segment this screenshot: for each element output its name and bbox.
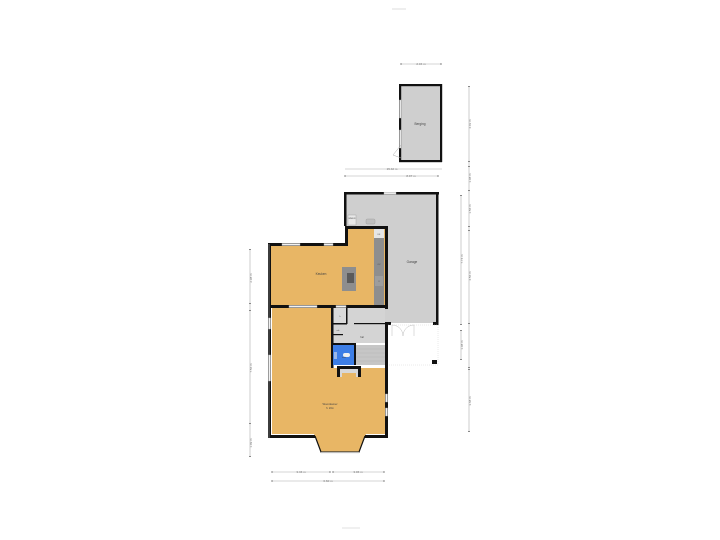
- room-label-kast: k: [339, 316, 341, 318]
- dim-garage-inner: 8.97 m: [406, 174, 416, 178]
- dim-right-gap: 1.08 m: [468, 173, 472, 183]
- room-label-garage: Garage: [407, 260, 418, 264]
- room-label-woonkamer: Woonkamer: [322, 402, 337, 406]
- appliance-oven: OV: [378, 264, 382, 266]
- appliance-fridge: KK: [378, 234, 381, 236]
- dim-bottom-total: 6.60 m: [323, 479, 333, 483]
- dim-garage-total: 7.74 m: [460, 254, 464, 264]
- room-sublabel-woonkamer: h: 20m: [326, 406, 334, 410]
- dim-right-lower-a: 1.08 m: [460, 340, 464, 350]
- appliance-dishwasher: V: [378, 281, 380, 283]
- room-label-meterkast: mk: [337, 330, 340, 332]
- appliance-washer-dryer: WM/DR: [349, 218, 357, 220]
- dim-garage-upper: 1.56 m: [468, 204, 472, 214]
- dim-bottom-right: 3.06 m: [353, 470, 363, 474]
- room-label-keuken: Keuken: [316, 272, 327, 276]
- bottom-marker: [342, 527, 360, 529]
- room-hal: k mk hal: [331, 308, 388, 368]
- room-label-berging: Berging: [415, 122, 426, 126]
- dim-left-living: 7.56 m: [249, 363, 253, 373]
- dim-garage-outer: 15.42 m: [387, 167, 398, 171]
- dim-right-lower-b: 3.68 m: [468, 396, 472, 406]
- dimensions: 2.34 m 15.42 m 8.97 m 4.03 m 1.08 m 1.56…: [249, 62, 472, 483]
- dim-garage-lower: 4.56 m: [468, 271, 472, 281]
- dim-left-kitchen: 2.98 m: [249, 273, 253, 283]
- room-woonkamer: Woonkamer h: 20m: [268, 305, 388, 454]
- room-keuken: KK OV V Keuken: [268, 226, 388, 309]
- room-label-hal: hal: [360, 335, 364, 339]
- room-berging: Berging: [392, 84, 443, 163]
- top-marker: [392, 8, 406, 10]
- room-toilet: toilet: [331, 343, 356, 365]
- dim-bottom-left: 3.46 m: [296, 470, 306, 474]
- room-label-toilet: toilet: [342, 356, 347, 359]
- dim-shed-height: 4.03 m: [468, 119, 472, 129]
- dim-left-bay: 1.09 m: [249, 438, 253, 448]
- dim-shed-width: 2.34 m: [416, 62, 426, 66]
